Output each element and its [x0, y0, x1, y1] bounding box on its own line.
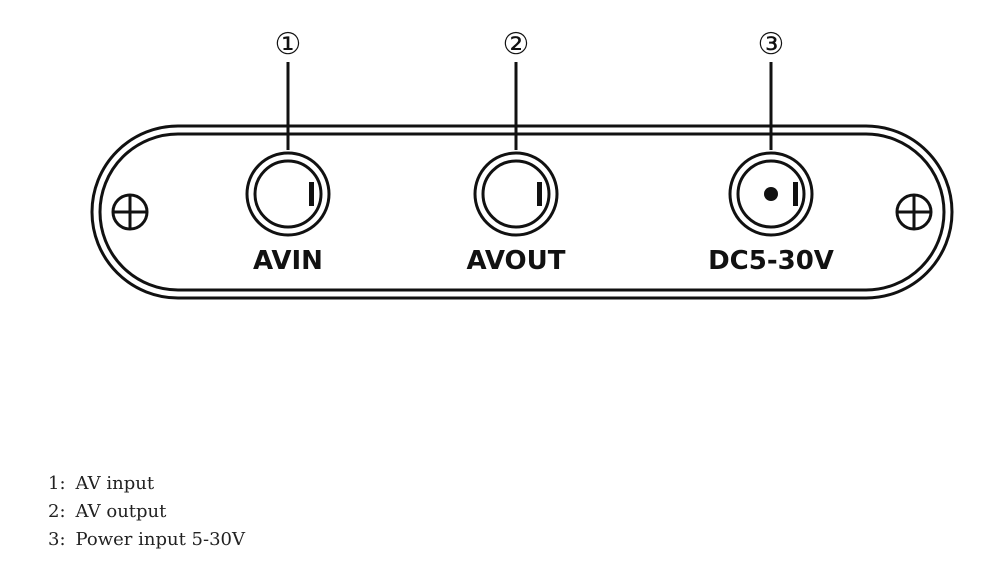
jack-avin-key — [309, 182, 314, 206]
jack-avout-inner — [481, 159, 551, 229]
callout-2: ② — [503, 27, 530, 62]
panel-outer-outline — [90, 124, 954, 300]
legend-separator: : — [59, 473, 66, 494]
jack-avin-outer — [245, 151, 331, 237]
port-legend: 1: AV input 2: AV output 3: Power input 5-3… — [48, 470, 245, 554]
legend-item: 3: Power input 5-30V — [48, 526, 245, 554]
jack-dc-outer — [728, 151, 814, 237]
left-screw-icon — [111, 193, 149, 231]
callout-1: ① — [275, 27, 302, 62]
legend-number: 1 — [48, 473, 60, 494]
legend-text: Power input 5-30V — [75, 529, 245, 550]
port-label-avin: AVIN — [253, 246, 323, 276]
jack-dc-pin — [764, 187, 778, 201]
callout-3: ③ — [758, 27, 785, 62]
legend-item: 2: AV output — [48, 498, 245, 526]
legend-text: AV output — [75, 501, 167, 522]
legend-number: 3 — [48, 529, 60, 550]
legend-number: 2 — [48, 501, 60, 522]
port-label-dc: DC5-30V — [708, 246, 834, 276]
panel-inner-outline — [98, 132, 946, 292]
right-screw-icon — [895, 193, 933, 231]
jack-dc-key — [793, 182, 798, 206]
legend-item: 1: AV input — [48, 470, 245, 498]
jack-avout-key — [537, 182, 542, 206]
port-dc-power: ③ DC5-30V — [708, 27, 834, 276]
port-label-avout: AVOUT — [467, 246, 566, 276]
port-avin: ① AVIN — [245, 27, 331, 276]
legend-separator: : — [59, 501, 66, 522]
port-avout: ② AVOUT — [467, 27, 566, 276]
legend-text: AV input — [75, 473, 155, 494]
jack-avin-inner — [253, 159, 323, 229]
legend-separator: : — [59, 529, 66, 550]
jack-dc-inner — [736, 159, 806, 229]
jack-avout-outer — [473, 151, 559, 237]
